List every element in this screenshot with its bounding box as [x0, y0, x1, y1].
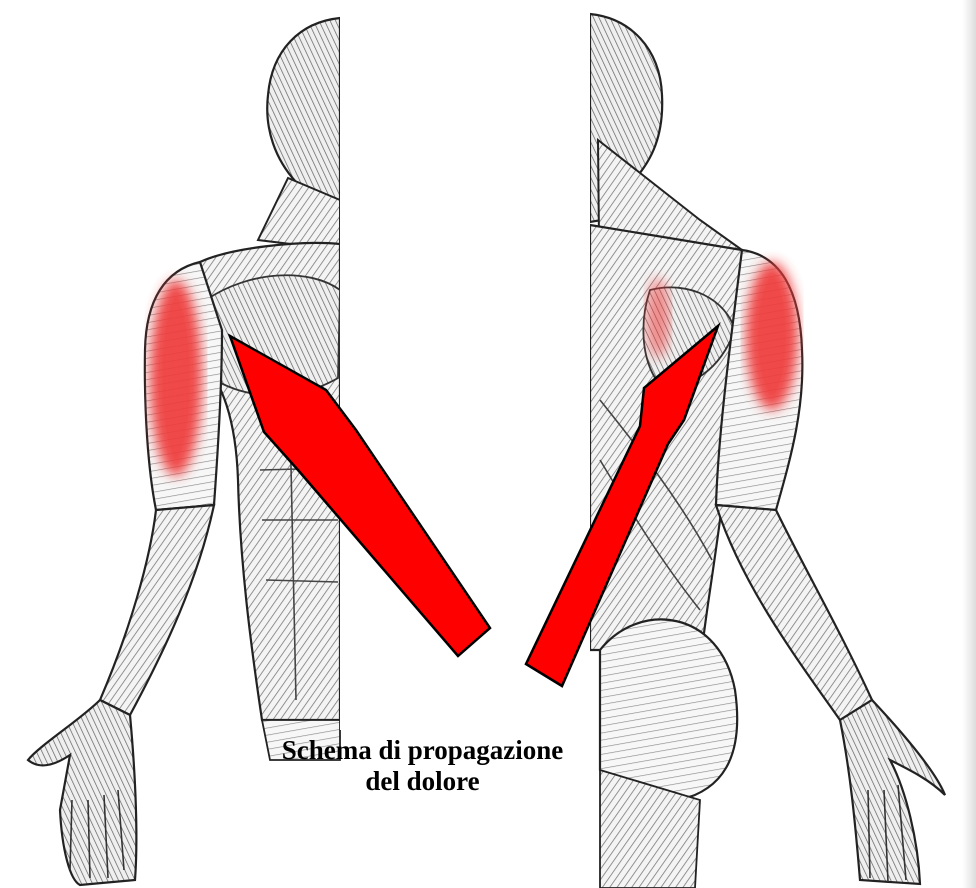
diagram-caption: Schema di propagazione del dolore	[205, 735, 640, 797]
caption-line-2: del dolore	[205, 766, 640, 797]
caption-line-1: Schema di propagazione	[205, 735, 640, 766]
posterior-pain-area	[746, 262, 798, 410]
scan-edge-shadow	[962, 0, 976, 888]
posterior-pain-area-secondary	[646, 278, 670, 358]
anterior-pain-area	[150, 280, 202, 476]
